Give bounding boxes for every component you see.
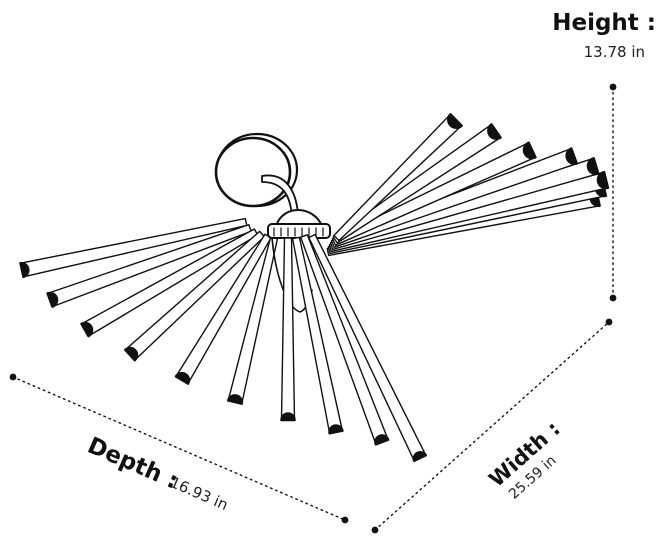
height-endpoint-bottom xyxy=(609,294,617,302)
front-slat-4 xyxy=(308,233,427,462)
left-slat-3-tip xyxy=(80,321,94,338)
width-dimension-line xyxy=(371,318,613,534)
right-slat-4-tip xyxy=(586,157,600,176)
width-endpoint-bottom xyxy=(371,526,379,534)
height-endpoint-top xyxy=(609,83,617,91)
right-slat-8-tip xyxy=(447,113,463,129)
width-label-group: Width : 25.59 in xyxy=(484,417,564,503)
depth-label: Depth : xyxy=(84,433,182,495)
depth-dimension-line xyxy=(9,373,349,524)
wall-mount-disc xyxy=(214,136,292,208)
height-label: Height : xyxy=(552,10,656,36)
right-slat-6-tip xyxy=(522,141,537,160)
left-slat-4-tip xyxy=(124,346,139,362)
hub-ring xyxy=(267,223,331,239)
hub-top xyxy=(275,209,323,227)
left-slat-1-tip xyxy=(19,261,30,279)
height-dimension-line xyxy=(609,83,617,302)
front-slat-1 xyxy=(280,237,296,421)
fan-hanger-illustration xyxy=(19,113,610,463)
front-slat-1-tip xyxy=(280,412,296,422)
right-slat-3-tip xyxy=(596,170,610,190)
depth-endpoint-right xyxy=(341,516,349,524)
front-slat-2-tip xyxy=(328,424,344,435)
depth-label-group: Depth : 16.93 in xyxy=(84,433,231,514)
left-slat-2-tip xyxy=(46,291,59,308)
right-slat-7-tip xyxy=(487,123,502,140)
depth-endpoint-left xyxy=(9,373,17,381)
right-slat-5-tip xyxy=(565,147,578,166)
front-slat-4-tip xyxy=(412,451,428,463)
front-slat-3-tip xyxy=(374,434,390,446)
left-slat-5-tip xyxy=(174,371,191,385)
height-value: 13.78 in xyxy=(584,43,645,61)
left-slat-6-tip xyxy=(226,394,244,405)
depth-value: 16.93 in xyxy=(167,473,230,514)
width-endpoint-top xyxy=(605,318,613,326)
